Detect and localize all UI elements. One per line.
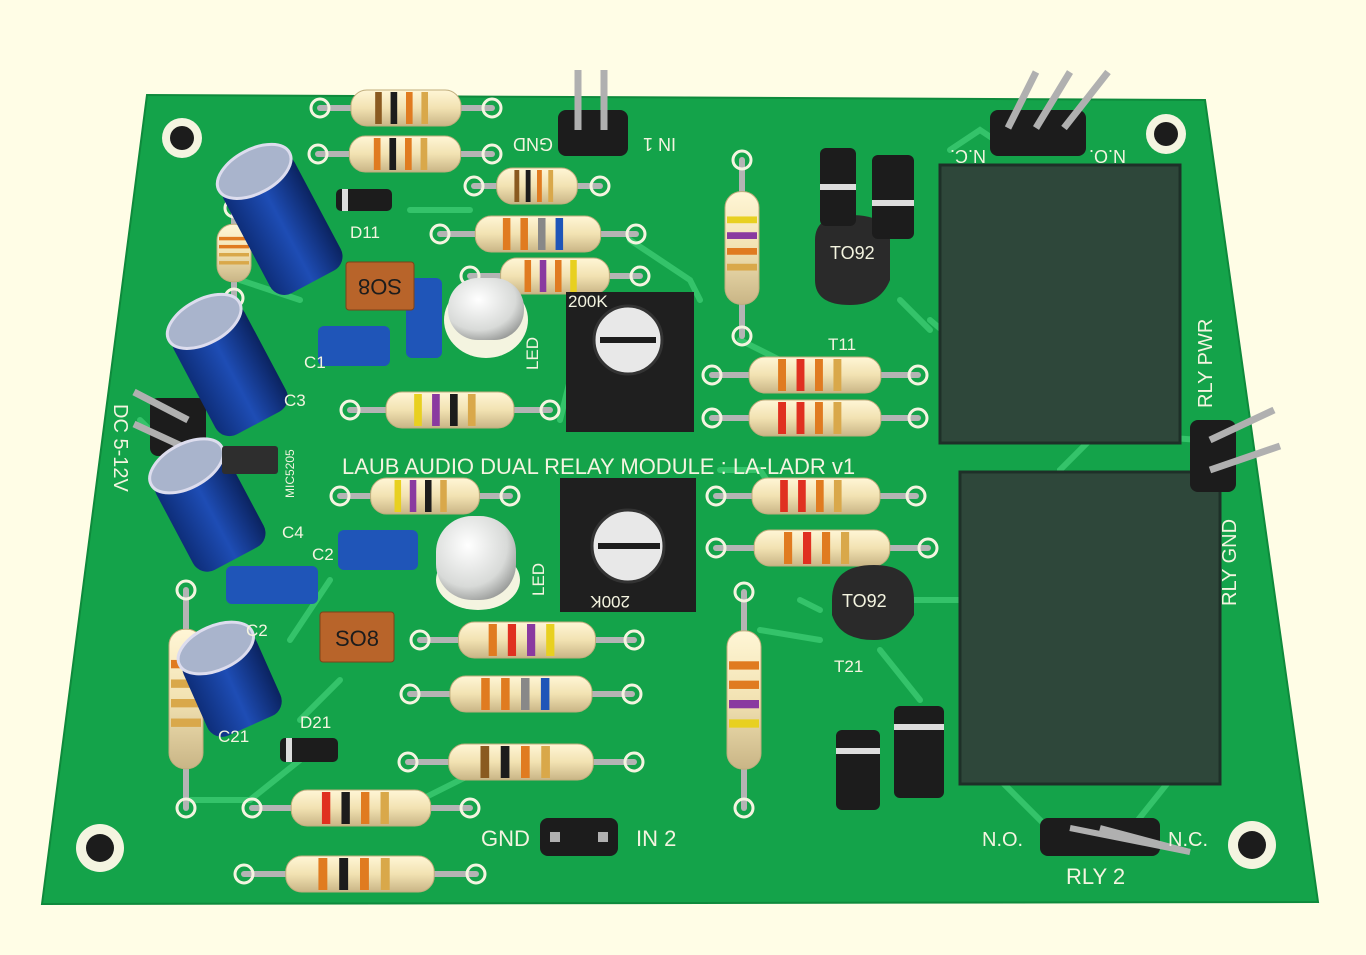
resistor — [397, 743, 645, 781]
label-no-bottom: N.O. — [982, 829, 1023, 851]
mounting-hole — [1228, 821, 1276, 869]
label-nc-top: N.C. — [950, 146, 986, 166]
smd-cap-c2-top — [338, 530, 418, 570]
ic-so8-2-label: SO8 — [335, 626, 379, 651]
diode — [280, 738, 338, 762]
resistor — [241, 789, 481, 827]
label-t21: T21 — [834, 657, 863, 676]
mounting-hole — [162, 118, 202, 158]
header-rly-power — [1190, 406, 1282, 492]
label-t11: T11 — [828, 335, 856, 354]
pot-2: 200K — [560, 478, 696, 612]
label-c21: C21 — [218, 727, 249, 746]
label-nc-bottom: N.C. — [1168, 829, 1208, 851]
cap-c3 — [165, 292, 288, 437]
mounting-hole — [1146, 114, 1186, 154]
resistor — [701, 356, 929, 394]
diodes — [280, 148, 944, 810]
label-led2: LED — [529, 563, 548, 596]
header-in2 — [540, 818, 618, 856]
resistor — [463, 167, 611, 205]
label-c2: C2 — [246, 621, 268, 640]
label-c4: C4 — [282, 523, 304, 542]
resistor — [429, 215, 647, 253]
mounting-hole — [76, 824, 124, 872]
header-in1 — [558, 70, 628, 156]
resistor — [309, 89, 503, 127]
label-c2-top: C2 — [312, 545, 334, 564]
label-gnd-top: GND — [513, 134, 553, 154]
diode — [336, 189, 392, 211]
label-no-top: N.O. — [1089, 146, 1126, 166]
regulator-mic5205 — [222, 446, 278, 474]
pot-2-label: 200K — [590, 592, 630, 611]
diode — [872, 155, 914, 239]
resistor — [399, 675, 643, 713]
transistor-t21-label: TO92 — [842, 591, 887, 611]
label-d21: D21 — [300, 713, 331, 732]
ic-so8-1: SO8 — [345, 261, 415, 311]
resistor — [705, 477, 927, 515]
label-rly-pwr: RLY PWR — [1195, 319, 1217, 408]
label-rly2: RLY 2 — [1066, 864, 1125, 889]
resistors — [168, 89, 939, 893]
transistor-t21: TO92 — [832, 565, 914, 640]
resistor — [726, 581, 762, 819]
header-rly1 — [990, 69, 1111, 156]
cap-c4 — [148, 437, 266, 572]
label-in1: IN 1 — [643, 134, 676, 154]
resistor — [701, 399, 929, 437]
label-c1: C1 — [304, 353, 326, 372]
resistor — [339, 391, 561, 429]
resistor — [459, 257, 651, 295]
label-rly-gnd: RLY GND — [1219, 519, 1241, 606]
resistor — [705, 529, 939, 567]
label-d11: D11 — [350, 223, 380, 242]
smd-cap-c1 — [318, 326, 390, 366]
diode — [894, 706, 944, 798]
diode — [820, 148, 856, 226]
resistor — [724, 149, 760, 347]
resistor — [307, 135, 503, 173]
cap-c21 — [176, 620, 282, 737]
silkscreen: LAUB AUDIO DUAL RELAY MODULE : LA-LADR v… — [109, 134, 1241, 889]
label-dc-in: DC 5-12V — [109, 404, 131, 492]
relay-2 — [958, 470, 1222, 786]
pot-1-label: 200K — [568, 292, 608, 311]
label-in2: IN 2 — [636, 826, 676, 851]
resistor — [409, 621, 645, 659]
ic-so8-1-label: SO8 — [358, 274, 402, 299]
label-led1: LED — [523, 337, 542, 370]
resistor — [329, 477, 521, 515]
cap-c-top — [215, 142, 343, 295]
header-rly2 — [1040, 818, 1191, 856]
relay-1 — [938, 163, 1182, 445]
resistor — [216, 197, 252, 309]
label-gnd-bottom: GND — [481, 826, 530, 851]
board-title: LAUB AUDIO DUAL RELAY MODULE : LA-LADR v… — [342, 454, 855, 479]
mounting-holes — [76, 114, 1276, 872]
smd-cap-vertical — [406, 278, 442, 358]
pot-1: 200K — [566, 292, 694, 432]
diode — [836, 730, 880, 810]
smd-cap-c2 — [226, 566, 318, 604]
transistor-t11: TO92 — [815, 215, 890, 305]
resistor — [233, 855, 487, 893]
label-mic5205: MIC5205 — [283, 449, 297, 498]
transistor-t11-label: TO92 — [830, 243, 875, 263]
ic-so8-2: SO8 — [319, 611, 395, 663]
led-1 — [444, 278, 528, 358]
led-2 — [436, 516, 520, 610]
label-c3: C3 — [284, 391, 306, 410]
